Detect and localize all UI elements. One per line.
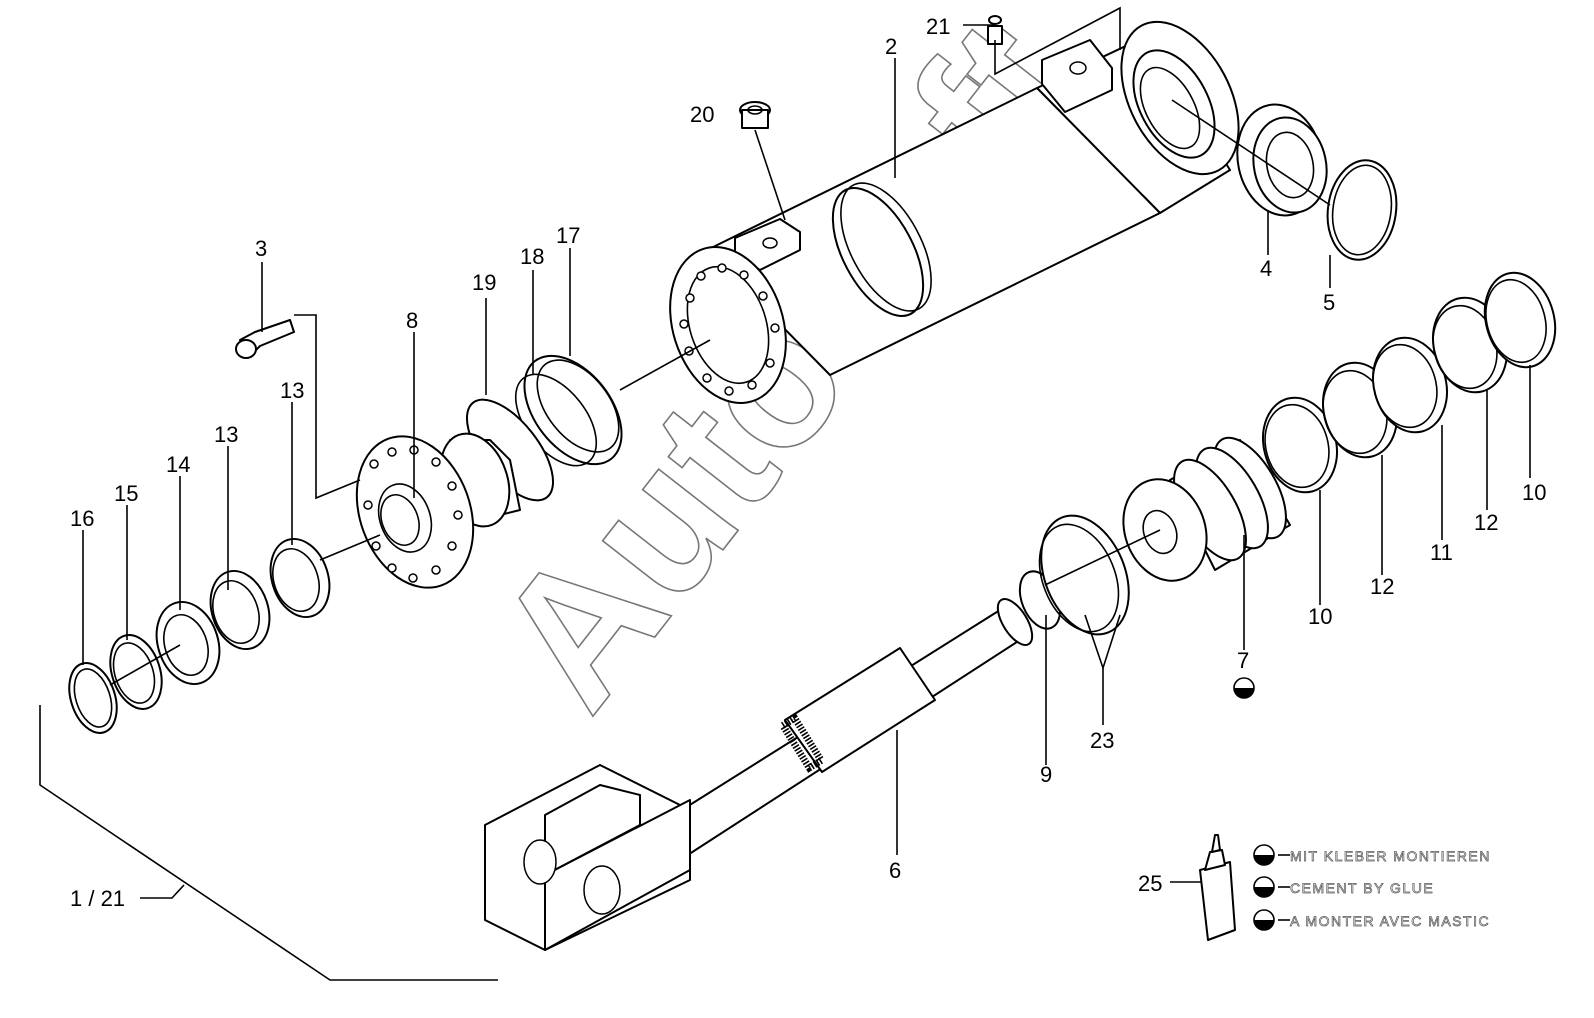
callout-1-21: 1 / 21	[70, 886, 125, 911]
callout-4: 4	[1260, 256, 1272, 281]
callout-10b: 10	[1522, 480, 1546, 505]
leader-lines	[39, 6, 1531, 981]
cylinder-barrel	[669, 20, 1240, 404]
cylinder-head	[355, 432, 521, 589]
piston-rod	[484, 598, 1034, 951]
callout-13b: 13	[214, 422, 238, 447]
callout-21: 21	[926, 14, 950, 39]
adhesive-tube	[1199, 834, 1236, 941]
ring-16	[68, 662, 118, 734]
callout-13a: 13	[280, 378, 304, 403]
callout-20: 20	[690, 102, 714, 127]
callout-18: 18	[520, 244, 544, 269]
callout-17: 17	[556, 223, 580, 248]
callout-7: 7	[1237, 648, 1249, 673]
circlip	[1326, 159, 1398, 261]
legend-line-fr: A MONTER AVEC MASTIC	[1290, 913, 1490, 929]
bearing-ring	[1236, 103, 1328, 217]
callout-6: 6	[889, 858, 901, 883]
callout-11: 11	[1430, 540, 1453, 565]
ring-15	[109, 634, 163, 710]
wiper-14	[155, 600, 221, 686]
bolt	[235, 319, 295, 359]
callout-2: 2	[885, 34, 897, 59]
ring-10b	[1483, 271, 1557, 369]
ring-13a	[269, 537, 331, 619]
legend-symbols	[1253, 844, 1275, 931]
callout-14: 14	[166, 452, 190, 477]
callout-19: 19	[472, 270, 496, 295]
seal-ring-17	[523, 354, 623, 466]
callout-23: 23	[1090, 728, 1114, 753]
callouts: 2 21 20 3 8 19 18 17 4 5 13 13 14 15 16 …	[70, 14, 1546, 911]
legend-line-en: CEMENT BY GLUE	[1290, 880, 1434, 896]
callout-16: 16	[70, 506, 94, 531]
callout-25: 25	[1138, 871, 1162, 896]
callout-8: 8	[406, 308, 418, 333]
glue-symbol-7	[1233, 677, 1255, 699]
callout-5: 5	[1323, 290, 1335, 315]
callout-10a: 10	[1308, 604, 1332, 629]
piston	[1122, 436, 1291, 582]
grease-nipple	[987, 15, 1003, 45]
seal-set-23	[1038, 514, 1130, 636]
callout-15: 15	[114, 481, 138, 506]
callout-12a: 12	[1370, 574, 1394, 599]
screw-plug	[739, 101, 771, 129]
callout-12b: 12	[1474, 510, 1498, 535]
callout-3: 3	[255, 236, 267, 261]
callout-9: 9	[1040, 762, 1052, 787]
legend-line-de: MIT KLEBER MONTIEREN	[1290, 848, 1491, 864]
glue-legend: MIT KLEBER MONTIEREN CEMENT BY GLUE A MO…	[1290, 848, 1491, 930]
